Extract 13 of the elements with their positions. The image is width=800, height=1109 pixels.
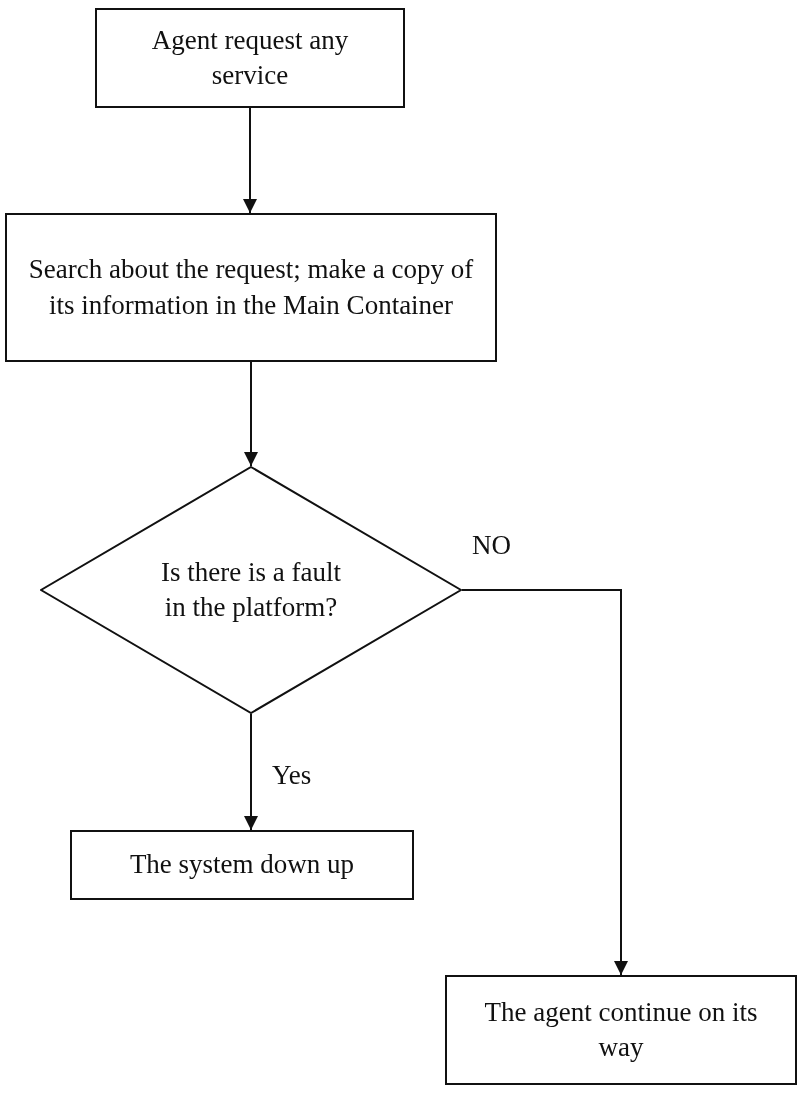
process-box: [95, 8, 405, 108]
process-text: Agent request any service: [150, 23, 350, 92]
process-text: The agent continue on its way: [483, 995, 759, 1064]
process-box: [70, 830, 414, 900]
process-box: [445, 975, 797, 1085]
process-text: Search about the request; make a copy of its information in the Main Container: [27, 253, 475, 322]
process-text: The system down up: [128, 848, 356, 882]
process-box: [5, 213, 497, 362]
arrow: [244, 361, 258, 467]
arrow: [461, 589, 628, 976]
arrow: [243, 107, 257, 214]
decision-text: Is there is a fault in the platform?: [161, 555, 341, 624]
arrow: [244, 713, 258, 831]
